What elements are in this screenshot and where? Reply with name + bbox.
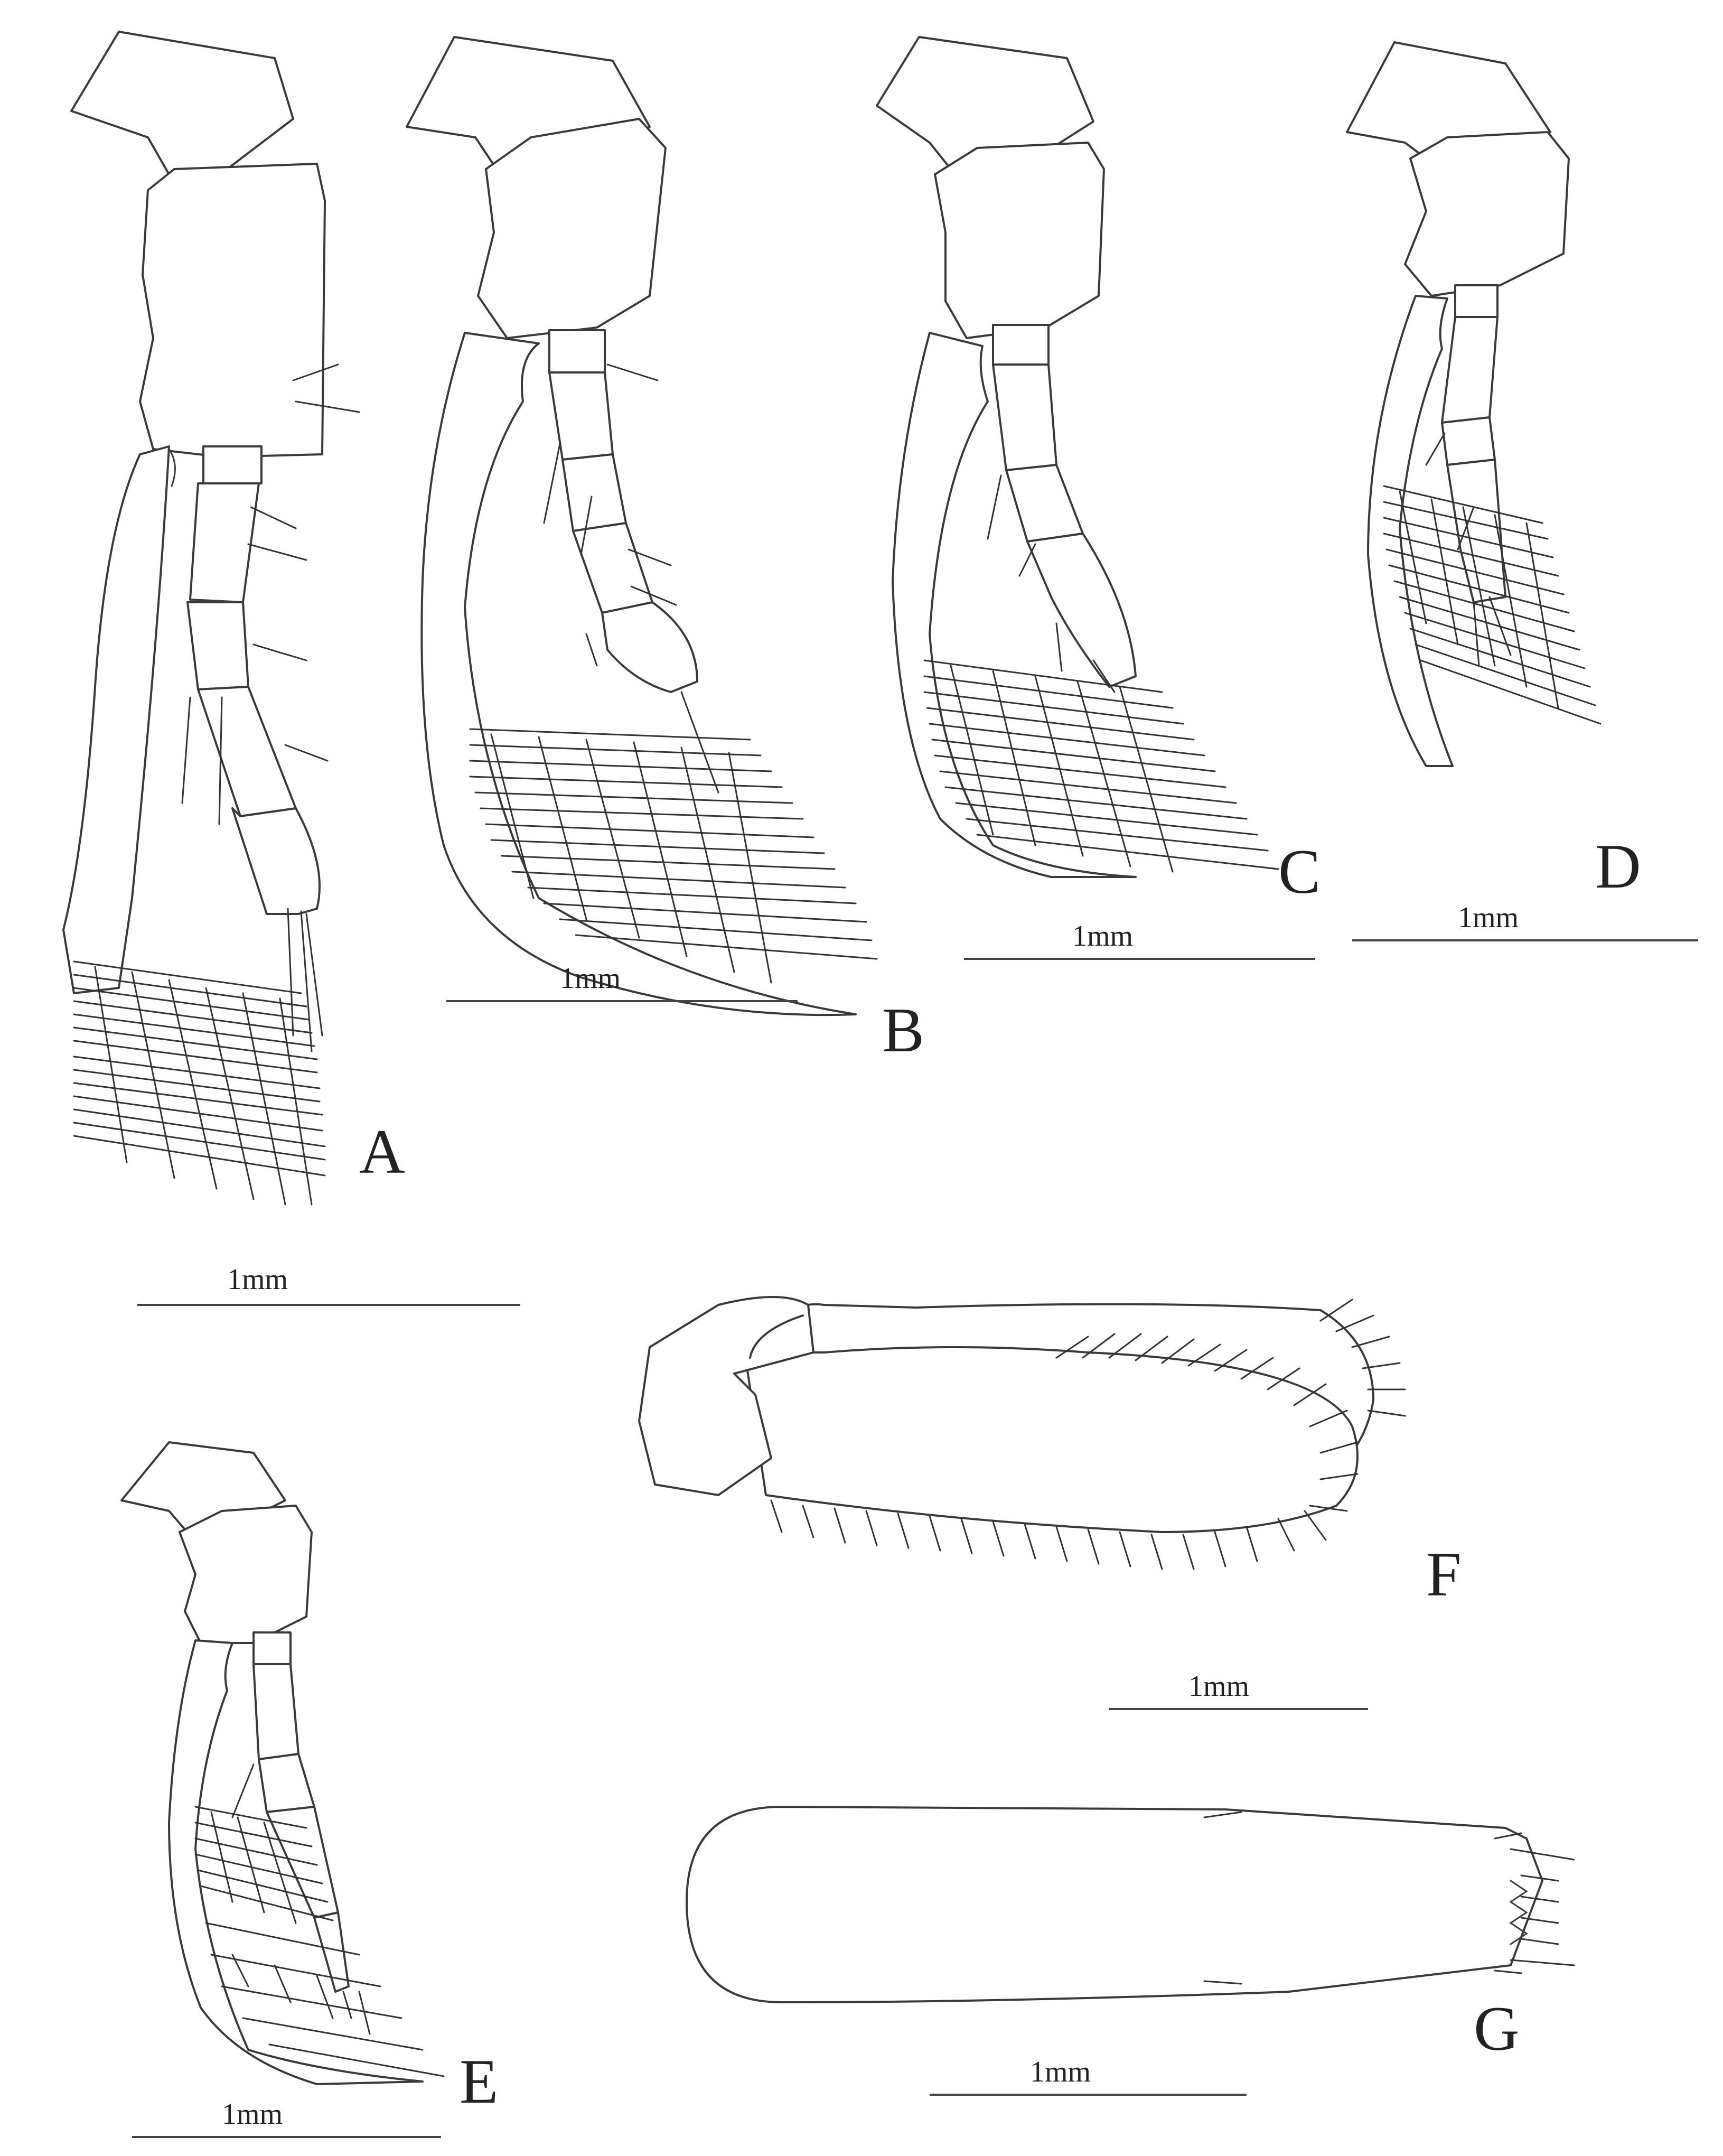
panel-a-setae-fringe [73,960,326,1206]
panel-c: C 1mm [876,36,1321,960]
panel-g-appendage-drawing [686,1806,1575,2003]
panel-f-scale-label: 1mm [1188,1670,1249,1703]
panel-a-appendage-drawing [62,31,360,1206]
panel-d-setae-fringe [1383,485,1602,725]
panel-b-scale-label: 1mm [560,962,621,995]
panel-f-setae-fringe-lower [770,1499,1327,1570]
panel-g: G 1mm [686,1806,1575,2096]
panel-b: B 1mm [406,36,924,1065]
panel-g-terminal-spines [1509,1848,1575,1966]
panel-d-appendage-drawing [1346,41,1602,767]
panel-g-label: G [1474,1993,1520,2064]
panel-a-label: A [359,1116,405,1187]
panel-e-scale-label: 1mm [222,2098,283,2131]
panel-b-appendage-drawing [406,36,878,1016]
panel-a-scale-label: 1mm [227,1263,288,1296]
panel-f-label: F [1426,1539,1462,1609]
panel-b-label: B [882,995,924,1065]
panel-c-scale-label: 1mm [1072,920,1133,953]
panel-c-appendage-drawing [876,36,1279,878]
panel-f-setae-fringe-upper [1055,1299,1406,1512]
panel-a: A 1mm [62,31,520,1306]
panel-e-appendage-drawing [120,1441,445,2085]
panel-e-label: E [460,2046,498,2116]
panel-d: D 1mm [1346,41,1698,941]
panel-g-scale-label: 1mm [1030,2056,1091,2088]
panel-d-scale-label: 1mm [1458,901,1519,934]
panel-c-label: C [1278,836,1321,907]
panel-f: F 1mm [638,1296,1462,1710]
panel-b-setae-fringe [469,728,878,984]
panel-e-setae-fringe [194,1806,445,2077]
panel-d-label: D [1595,831,1641,901]
panel-c-setae-fringe [923,659,1279,873]
panel-f-appendage-drawing [638,1296,1406,1570]
panel-e: E 1mm [120,1441,498,2138]
